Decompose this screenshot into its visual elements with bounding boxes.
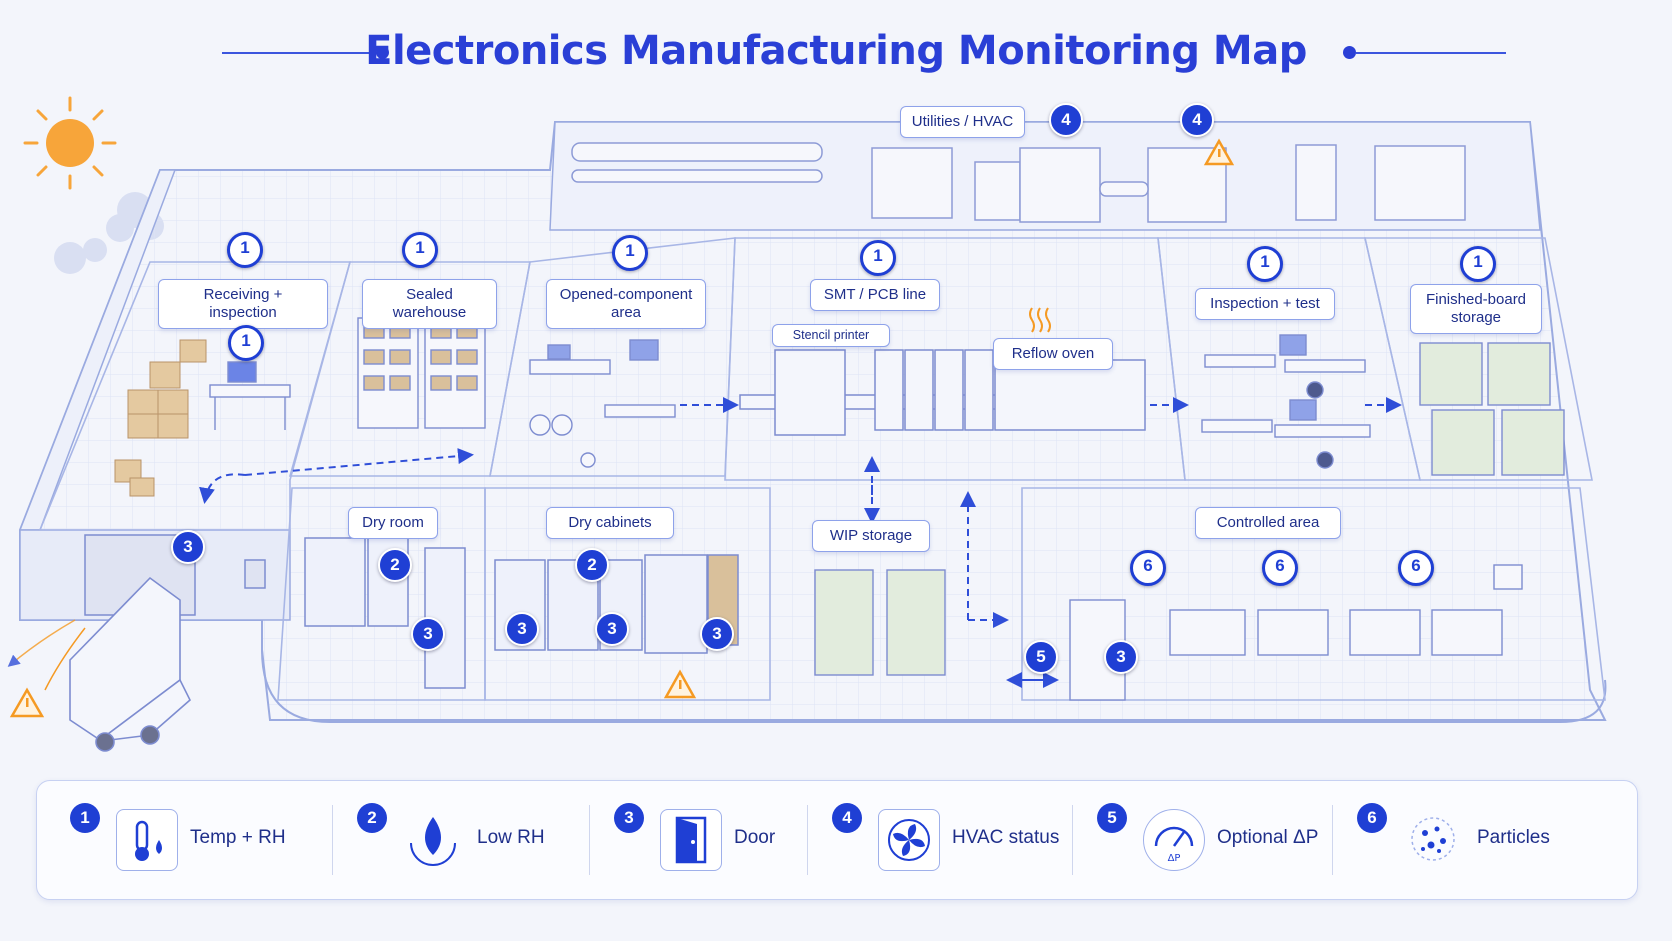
dry-room-door bbox=[304, 537, 466, 689]
sensor-badge-4: 4 bbox=[1180, 103, 1214, 137]
label-stencil: Stencil printer bbox=[772, 324, 890, 347]
thermometer-droplet-icon bbox=[116, 809, 178, 871]
legend-number: 1 bbox=[70, 803, 100, 833]
receiving-desk bbox=[209, 361, 291, 430]
airflow-lines bbox=[7, 619, 86, 691]
legend-number: 5 bbox=[1097, 803, 1127, 833]
room-drycab bbox=[484, 487, 771, 701]
sensor-badge-1: 1 bbox=[1247, 246, 1283, 282]
sensor-badge-1: 1 bbox=[402, 232, 438, 268]
label-smt: SMT / PCB line bbox=[810, 279, 940, 311]
sun-icon bbox=[23, 96, 117, 190]
smt-line bbox=[739, 349, 1146, 436]
label-dry-room: Dry room bbox=[348, 507, 438, 539]
gauge-icon: ΔP bbox=[1143, 809, 1205, 871]
sensor-badge-3: 3 bbox=[505, 612, 539, 646]
label-opened: Opened-component area bbox=[546, 279, 706, 329]
fan-icon bbox=[878, 809, 940, 871]
building-floor-base bbox=[261, 649, 1607, 723]
legend-label: Particles bbox=[1477, 827, 1550, 848]
room-controlled bbox=[1021, 487, 1606, 701]
legend-separator bbox=[1332, 805, 1333, 875]
sensor-badge-2: 2 bbox=[378, 548, 412, 582]
truck bbox=[69, 576, 191, 752]
legend-label: Temp + RH bbox=[190, 827, 286, 848]
sensor-badge-1: 1 bbox=[1460, 246, 1496, 282]
sensor-badge-1: 1 bbox=[860, 240, 896, 276]
legend-separator bbox=[332, 805, 333, 875]
sensor-badge-6: 6 bbox=[1130, 550, 1166, 586]
sensor-badge-1: 1 bbox=[228, 325, 264, 361]
page-title: Electronics Manufacturing Monitoring Map bbox=[365, 28, 1307, 74]
label-finished: Finished-board storage bbox=[1410, 284, 1542, 334]
sensor-badge-3: 3 bbox=[700, 617, 734, 651]
title-rule-left bbox=[222, 52, 382, 54]
particles-icon bbox=[1403, 809, 1463, 869]
legend-number: 2 bbox=[357, 803, 387, 833]
sensor-badge-6: 6 bbox=[1262, 550, 1298, 586]
receiving-boxes bbox=[114, 339, 207, 497]
legend-number: 4 bbox=[832, 803, 862, 833]
sensor-badge-6: 6 bbox=[1398, 550, 1434, 586]
flow-arrows bbox=[199, 397, 1402, 688]
legend-number: 6 bbox=[1357, 803, 1387, 833]
sensor-badge-2: 2 bbox=[575, 548, 609, 582]
sensor-badge-3: 3 bbox=[411, 617, 445, 651]
legend-separator bbox=[589, 805, 590, 875]
reflow-heat-icon bbox=[1029, 307, 1051, 333]
sensor-badge-1: 1 bbox=[227, 232, 263, 268]
label-dry-cabinets: Dry cabinets bbox=[546, 507, 674, 539]
label-sealed: Sealed warehouse bbox=[362, 279, 497, 329]
label-inspection: Inspection + test bbox=[1195, 288, 1335, 320]
sealed-shelves bbox=[357, 317, 486, 429]
opened-benches bbox=[529, 339, 676, 468]
wip-racks bbox=[814, 569, 946, 676]
legend-label: Optional ΔP bbox=[1217, 827, 1319, 848]
finished-shelves bbox=[1419, 342, 1565, 476]
title-bar: Electronics Manufacturing Monitoring Map bbox=[0, 22, 1672, 82]
label-receiving: Receiving + inspection bbox=[158, 279, 328, 329]
label-wip: WIP storage bbox=[812, 520, 930, 552]
legend-label: HVAC status bbox=[952, 827, 1060, 848]
legend-separator bbox=[1072, 805, 1073, 875]
sensor-badge-4: 4 bbox=[1049, 103, 1083, 137]
inspection-stations bbox=[1201, 334, 1371, 469]
droplet-icon bbox=[403, 809, 463, 869]
label-utilities: Utilities / HVAC bbox=[900, 106, 1025, 138]
legend: 1 Temp + RH 2 Low RH 3 Door 4 HVAC statu… bbox=[36, 780, 1638, 900]
legend-label: Low RH bbox=[477, 827, 545, 848]
label-controlled: Controlled area bbox=[1195, 507, 1341, 539]
title-dot-left bbox=[376, 46, 389, 59]
title-rule-right bbox=[1356, 52, 1506, 54]
hvac-equipment bbox=[571, 142, 1466, 223]
title-dot-right bbox=[1343, 46, 1356, 59]
sensor-badge-3: 3 bbox=[1104, 640, 1138, 674]
sensor-badge-3: 3 bbox=[171, 530, 205, 564]
gauge-unit-label: ΔP bbox=[1168, 853, 1181, 864]
legend-label: Door bbox=[734, 827, 776, 848]
sensor-badge-3: 3 bbox=[595, 612, 629, 646]
sensor-badge-5: 5 bbox=[1024, 640, 1058, 674]
label-reflow: Reflow oven bbox=[993, 338, 1113, 370]
legend-separator bbox=[807, 805, 808, 875]
sensor-badge-1: 1 bbox=[612, 235, 648, 271]
legend-number: 3 bbox=[614, 803, 644, 833]
door-icon bbox=[660, 809, 722, 871]
